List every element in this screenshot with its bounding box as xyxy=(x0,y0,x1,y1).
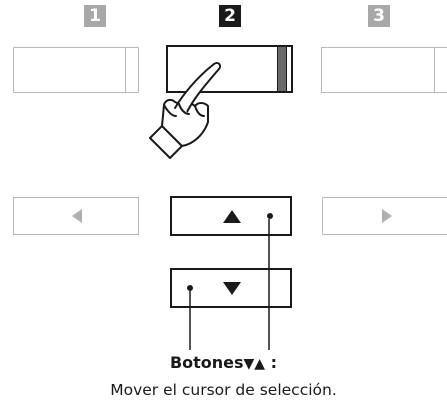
caption-description: Mover el cursor de selección. xyxy=(110,381,337,399)
led-indicator-3 xyxy=(434,48,441,92)
button-1[interactable] xyxy=(13,47,139,93)
caption-title: Botones▼▲ : xyxy=(0,353,447,372)
led-dot-down xyxy=(187,285,193,291)
badge-1: 1 xyxy=(84,5,106,27)
pointing-hand-icon xyxy=(149,61,222,159)
triangle-left-icon xyxy=(72,209,82,223)
caption-colon: : xyxy=(265,353,278,372)
left-button[interactable] xyxy=(13,197,139,235)
triangle-right-icon xyxy=(382,209,392,223)
button-3[interactable] xyxy=(321,47,447,93)
led-indicator-2 xyxy=(277,47,287,91)
badge-3: 3 xyxy=(368,5,390,27)
caption-title-text: Botones xyxy=(169,353,244,372)
button-2[interactable] xyxy=(166,45,293,93)
led-indicator-1 xyxy=(125,48,132,92)
badge-2: 2 xyxy=(219,5,241,27)
up-button[interactable] xyxy=(170,196,292,236)
triangle-up-icon xyxy=(223,210,241,223)
led-dot-up xyxy=(267,213,273,219)
right-button[interactable] xyxy=(322,197,447,235)
caption-symbols: ▼▲ xyxy=(243,356,266,372)
triangle-down-icon xyxy=(223,282,241,295)
